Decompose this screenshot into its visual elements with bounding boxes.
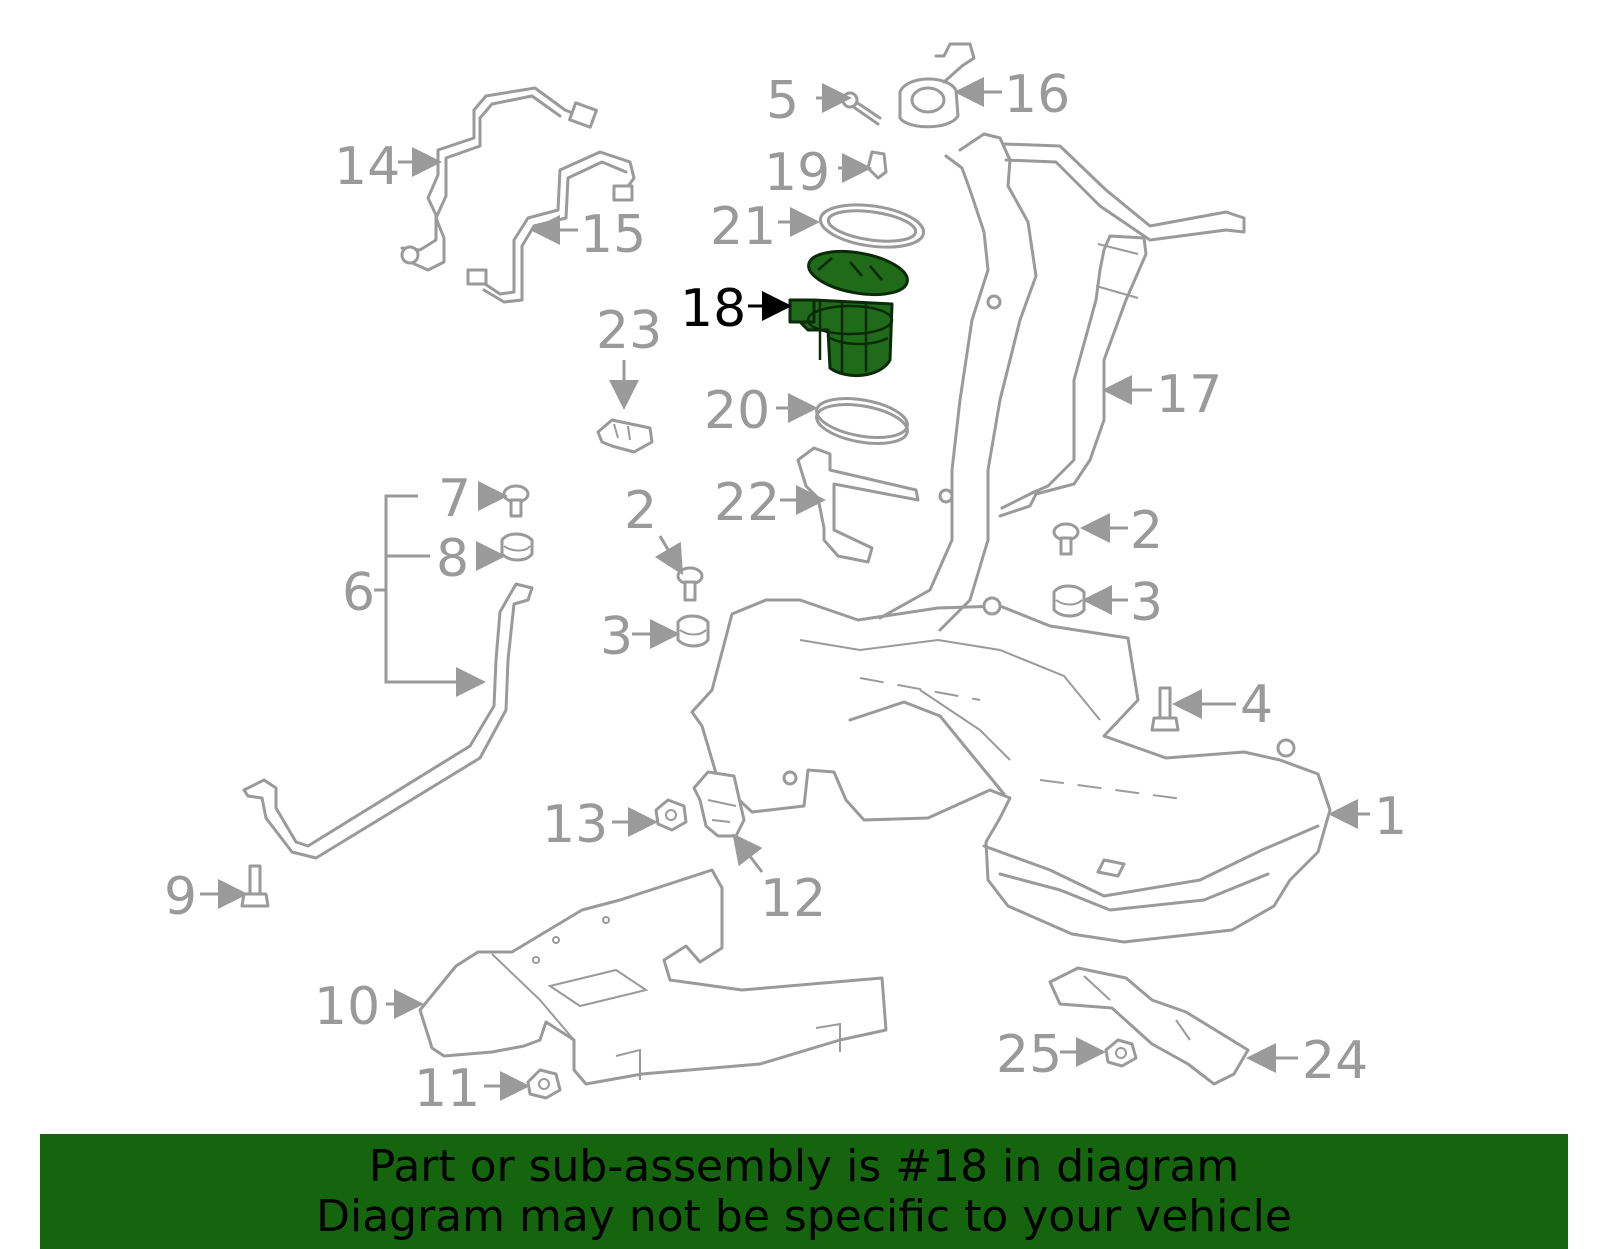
part-21-seal-ring (818, 203, 926, 249)
part-2-bolt-left (676, 566, 704, 602)
callout-6: 6 (342, 563, 375, 623)
callout-14: 14 (334, 137, 400, 197)
part-19-valve (866, 150, 888, 180)
callout-9: 9 (164, 867, 197, 927)
part-16-filler-cap (898, 42, 976, 129)
callout-2-left: 2 (624, 481, 657, 541)
part-22-level-sender (796, 446, 920, 564)
part-10-heat-shield (418, 868, 888, 1086)
part-18-fuel-pump-highlighted (788, 249, 909, 378)
callout-12: 12 (760, 869, 826, 929)
callout-7: 7 (438, 469, 471, 529)
part-4-bolt (1150, 686, 1180, 732)
part-1-fuel-tank (690, 596, 1332, 944)
part-24-bracket (1048, 966, 1250, 1086)
filler-pipe (878, 132, 1246, 632)
part-3-cushion-left (676, 614, 710, 648)
part-7-bolt (502, 484, 530, 518)
part-25-nut (1104, 1038, 1138, 1068)
callout-2-right: 2 (1130, 501, 1163, 561)
part-23-clip (596, 418, 654, 454)
callout-16: 16 (1004, 65, 1070, 125)
callout-18: 18 (680, 279, 746, 339)
part-5-screw (841, 91, 882, 126)
part-15-fuel-line (466, 150, 636, 304)
part-2-bolt-right (1052, 522, 1080, 556)
part-13-nut (654, 798, 688, 832)
callout-10: 10 (314, 977, 380, 1037)
callout-labels: 1 2 2 3 3 4 5 6 7 8 9 10 11 12 13 14 15 … (164, 65, 1407, 1119)
part-17-filler-neck (998, 234, 1148, 518)
callout-15: 15 (580, 205, 646, 265)
info-banner: Part or sub-assembly is #18 in diagram D… (40, 1134, 1568, 1249)
part-11-nut (526, 1068, 562, 1100)
part-3-cushion-right (1052, 584, 1086, 618)
part-6-tank-strap (242, 582, 534, 860)
callout-25: 25 (996, 1025, 1062, 1085)
callout-13: 13 (542, 795, 608, 855)
part-12-bracket (692, 770, 746, 838)
leader-lines (200, 77, 1370, 1101)
callout-20: 20 (704, 381, 770, 441)
callout-23: 23 (596, 301, 662, 361)
banner-line-2: Diagram may not be specific to your vehi… (316, 1190, 1292, 1242)
part-9-bolt (240, 864, 270, 908)
callout-22: 22 (714, 473, 780, 533)
callout-5: 5 (766, 71, 799, 131)
banner-line-1: Part or sub-assembly is #18 in diagram (368, 1140, 1240, 1192)
callout-4: 4 (1240, 675, 1273, 735)
callout-1: 1 (1374, 787, 1407, 847)
part-20-lock-ring (815, 397, 909, 445)
parts-diagram: 1 2 2 3 3 4 5 6 7 8 9 10 11 12 13 14 15 … (164, 42, 1407, 1119)
part-8-cushion (500, 532, 534, 562)
callout-21: 21 (710, 197, 776, 257)
callout-17: 17 (1156, 365, 1222, 425)
callout-24: 24 (1302, 1031, 1368, 1091)
callout-3-right: 3 (1130, 573, 1163, 633)
callout-3-left: 3 (600, 607, 633, 667)
callout-11: 11 (414, 1059, 480, 1119)
callout-8: 8 (436, 529, 469, 589)
callout-19: 19 (764, 143, 830, 203)
